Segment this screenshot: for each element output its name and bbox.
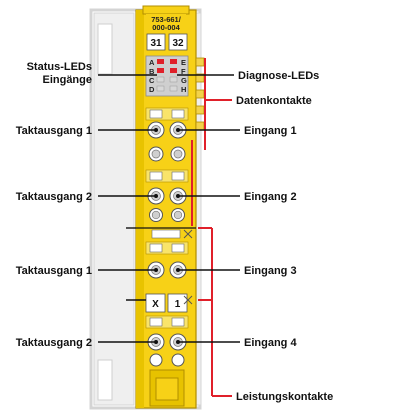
led-letter-h: H: [181, 85, 186, 94]
part-number-line2: 000-004: [152, 23, 180, 32]
led-letter-d: D: [149, 85, 155, 94]
eingang-1-label: Eingang 1: [244, 125, 297, 137]
part-number-line1: 753-661/: [151, 15, 182, 24]
status-led-d: [156, 85, 165, 92]
taktausgang-1a-label: Taktausgang 1: [16, 125, 92, 137]
led-letter-c: C: [149, 76, 155, 85]
led-panel: A B C D E F G H: [145, 55, 189, 97]
diagnose-led-e: [170, 59, 177, 64]
status-led-c: [156, 76, 165, 83]
led-letter-b: B: [149, 67, 155, 76]
slot-left-label: 31: [150, 38, 162, 49]
status-leds-sublabel: Eingänge: [42, 74, 92, 86]
marker-strip: X 1: [145, 293, 193, 313]
diagnose-led-h: [169, 85, 178, 92]
taktausgang-2b-label: Taktausgang 2: [16, 337, 92, 349]
din-rail-housing: [89, 8, 202, 410]
diagnose-leds-label: Diagnose-LEDs: [238, 70, 319, 82]
led-letter-e: E: [181, 58, 186, 67]
slot-right-label: 32: [172, 38, 184, 49]
led-letter-f: F: [181, 67, 186, 76]
eingang-2-label: Eingang 2: [244, 191, 297, 203]
eingang-3-label: Eingang 3: [244, 265, 297, 277]
led-letter-g: G: [181, 76, 187, 85]
diagnose-led-g: [169, 76, 178, 83]
led-letter-a: A: [149, 58, 155, 67]
marker-left-label: X: [152, 299, 159, 310]
slot-labels: 31 32: [146, 33, 188, 51]
diagnose-led-f: [170, 68, 177, 73]
black-callouts: [98, 74, 240, 343]
status-led-b: [157, 68, 164, 73]
pointer-dots: [154, 128, 180, 344]
leistungskontakte-label: Leistungskontakte: [236, 391, 333, 403]
eingang-4-label: Eingang 4: [244, 337, 297, 349]
marker-right-label: 1: [175, 299, 181, 310]
power-contact-divider-1: [136, 227, 196, 239]
datenkontakte-label: Datenkontakte: [236, 95, 312, 107]
part-number: 753-661/ 000-004: [146, 14, 186, 32]
taktausgang-2a-label: Taktausgang 2: [16, 191, 92, 203]
taktausgang-1b-label: Taktausgang 1: [16, 265, 92, 277]
status-leds-label: Status-LEDs: [27, 61, 92, 73]
status-led-a: [157, 59, 164, 64]
red-callouts: [191, 58, 232, 397]
